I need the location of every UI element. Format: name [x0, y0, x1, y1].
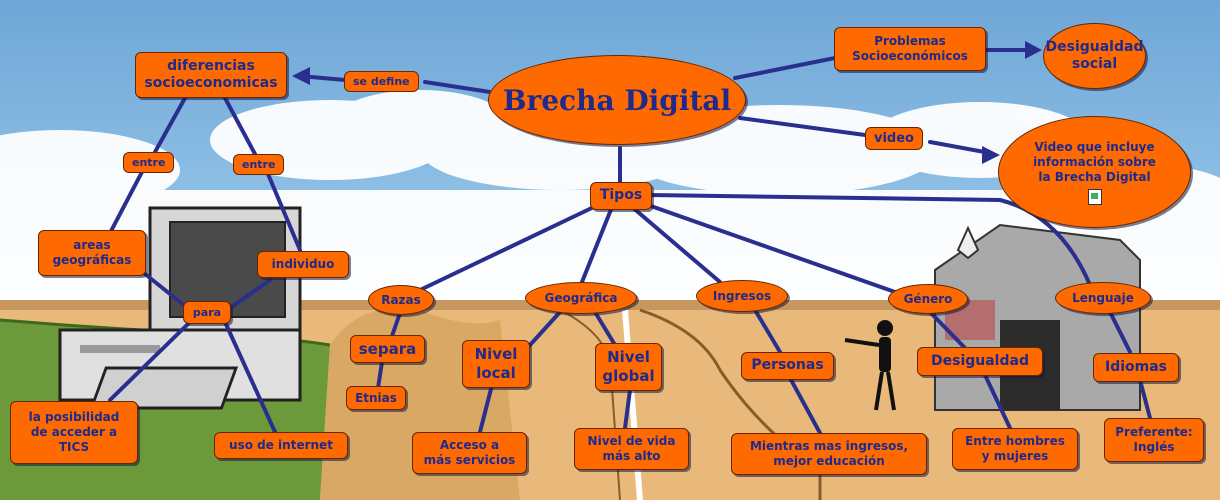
- node-nivel-global[interactable]: Nivel global: [595, 343, 662, 391]
- central-node[interactable]: Brecha Digital: [488, 55, 746, 145]
- node-uso-internet[interactable]: uso de internet: [214, 432, 348, 459]
- node-video[interactable]: Video que incluye información sobre la B…: [998, 116, 1191, 228]
- node-genero-label: Género: [903, 291, 953, 306]
- node-problemas-label: Problemas Socioeconómicos: [852, 34, 968, 63]
- node-posibilidad-label: la posibilidad de acceder a TICS: [28, 410, 120, 454]
- node-video-label: Video que incluye información sobre la B…: [1033, 139, 1156, 184]
- node-razas-label: Razas: [381, 292, 421, 307]
- node-preferente[interactable]: Preferente: Inglés: [1104, 418, 1204, 462]
- link-entre-2: entre: [233, 154, 285, 175]
- node-etnias-label: Etnias: [355, 390, 397, 405]
- node-desigualdad-label: Desigualdad: [931, 352, 1029, 369]
- node-individuo[interactable]: individuo: [257, 251, 349, 278]
- node-areas-label: areas geográficas: [52, 238, 132, 267]
- arrow-head-video: [982, 146, 1000, 164]
- node-desigualdad-social-label: Desigualdad social: [1045, 38, 1144, 73]
- node-ingresos-label: Ingresos: [712, 288, 772, 303]
- node-nivel-vida-label: Nivel de vida más alto: [587, 434, 676, 463]
- link-video: video: [865, 127, 923, 150]
- node-diferencias-label: diferencias socioeconomicas: [144, 57, 278, 92]
- node-individuo-label: individuo: [271, 257, 335, 271]
- node-uso-internet-label: uso de internet: [229, 438, 333, 452]
- node-para-label: para: [192, 305, 222, 319]
- node-razas[interactable]: Razas: [368, 285, 434, 315]
- node-entre-hm-label: Entre hombres y mujeres: [965, 434, 1065, 463]
- node-tipos-label: Tipos: [599, 187, 643, 204]
- node-personas-label: Personas: [751, 357, 824, 374]
- node-ingresos[interactable]: Ingresos: [696, 280, 788, 312]
- node-personas[interactable]: Personas: [741, 352, 834, 380]
- node-nivel-vida[interactable]: Nivel de vida más alto: [574, 428, 689, 470]
- document-icon[interactable]: [1087, 188, 1102, 205]
- node-entre-hm[interactable]: Entre hombres y mujeres: [952, 428, 1078, 470]
- node-areas[interactable]: areas geográficas: [38, 230, 146, 276]
- node-lenguaje-label: Lenguaje: [1072, 290, 1134, 305]
- node-etnias[interactable]: Etnias: [346, 386, 406, 410]
- node-posibilidad[interactable]: la posibilidad de acceder a TICS: [10, 401, 138, 464]
- arrow-head-desigualdad: [1025, 41, 1042, 59]
- node-lenguaje[interactable]: Lenguaje: [1055, 282, 1151, 314]
- node-para[interactable]: para: [183, 301, 231, 324]
- link-se-define: se define: [344, 71, 419, 92]
- node-geografica[interactable]: Geográfica: [525, 282, 637, 314]
- arrow-head-diferencias: [292, 67, 310, 85]
- link-entre-1: entre: [123, 152, 175, 173]
- node-diferencias[interactable]: diferencias socioeconomicas: [135, 52, 287, 98]
- node-nivel-local[interactable]: Nivel local: [462, 340, 530, 388]
- node-tipos[interactable]: Tipos: [590, 182, 652, 210]
- node-geografica-label: Geográfica: [544, 290, 618, 305]
- node-idiomas-label: Idiomas: [1104, 358, 1167, 375]
- node-idiomas[interactable]: Idiomas: [1093, 353, 1179, 382]
- node-desigualdad[interactable]: Desigualdad: [917, 347, 1043, 376]
- node-nivel-local-label: Nivel local: [474, 345, 518, 382]
- node-acceso-label: Acceso a más servicios: [423, 438, 516, 467]
- node-problemas[interactable]: Problemas Socioeconómicos: [834, 27, 986, 71]
- central-node-label: Brecha Digital: [502, 83, 732, 117]
- node-nivel-global-label: Nivel global: [602, 348, 655, 385]
- node-desigualdad-social[interactable]: Desigualdad social: [1043, 23, 1146, 89]
- node-preferente-label: Preferente: Inglés: [1115, 425, 1193, 454]
- node-separa-label: separa: [358, 339, 417, 358]
- node-genero[interactable]: Género: [888, 284, 968, 314]
- node-mientras[interactable]: Mientras mas ingresos, mejor educación: [731, 433, 927, 475]
- node-separa[interactable]: separa: [350, 335, 425, 363]
- node-mientras-label: Mientras mas ingresos, mejor educación: [749, 439, 909, 468]
- node-acceso[interactable]: Acceso a más servicios: [412, 432, 527, 474]
